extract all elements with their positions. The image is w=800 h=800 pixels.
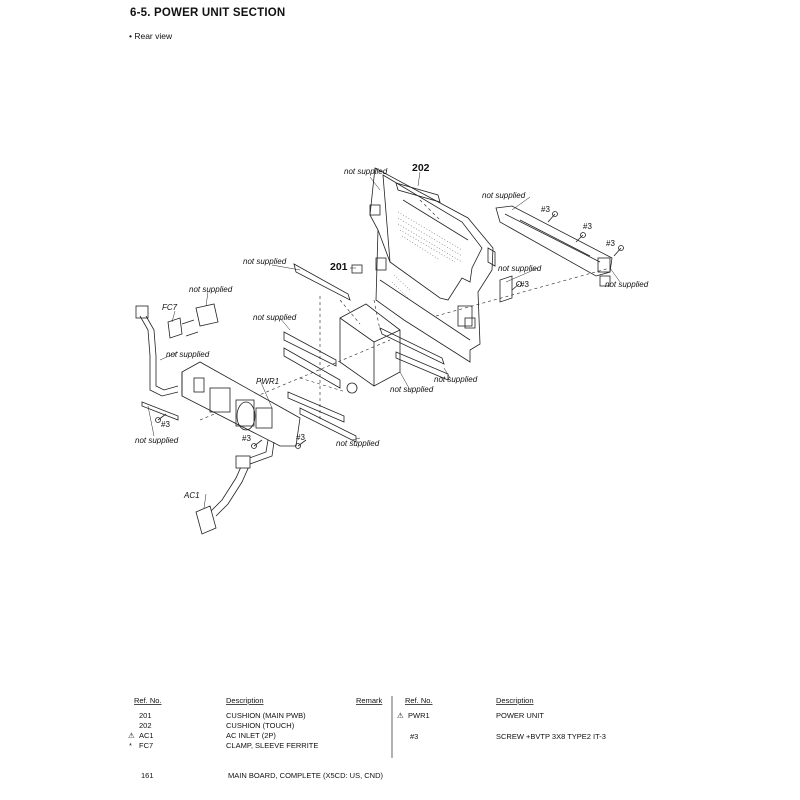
cushion-202 (395, 182, 441, 203)
label-screw-3: #3 (606, 239, 615, 248)
insulator-sheet (339, 303, 401, 394)
label-not-supplied-5: not supplied (605, 280, 649, 289)
right-row-2-desc: SCREW +BVTP 3X8 TYPE2 IT-3 (496, 732, 606, 741)
ferrite-clamp-cable (135, 303, 219, 397)
frame-texture (391, 211, 463, 299)
left-row-1-desc: CUSHION (MAIN PWB) (226, 711, 306, 720)
label-pwr1: PWR1 (256, 377, 279, 386)
label-screw-2: #3 (583, 222, 592, 231)
label-not-supplied-11: not supplied (135, 436, 179, 445)
label-not-supplied-1: not supplied (344, 167, 388, 176)
sheet-3 (287, 391, 345, 423)
view-label: • Rear view (129, 31, 173, 41)
left-row-3-ref: AC1 (139, 731, 154, 740)
power-unit-board (181, 361, 301, 447)
rail-bracket (495, 205, 613, 287)
left-row-1-ref: 201 (139, 711, 152, 720)
main-chassis-frame (369, 167, 496, 363)
right-header-ref: Ref. No. (405, 696, 433, 705)
assembly-lines (199, 199, 611, 421)
label-not-supplied-4: not supplied (498, 264, 542, 273)
label-not-supplied-10: not supplied (390, 385, 434, 394)
label-screw-1: #3 (541, 205, 550, 214)
ac-inlet-cable (195, 439, 275, 535)
sheet-2 (283, 347, 341, 389)
screws (155, 211, 624, 449)
label-screw-7: #3 (296, 433, 305, 442)
label-not-supplied-3: not supplied (243, 257, 287, 266)
label-not-supplied-7: not supplied (253, 313, 297, 322)
strip-1 (379, 327, 445, 365)
sheet-4 (299, 407, 357, 443)
label-not-supplied-8: not supplied (166, 350, 210, 359)
left-row-3-desc: AC INLET (2P) (226, 731, 276, 740)
left-row-4-mark: * (129, 741, 132, 750)
leader-lines (147, 171, 621, 509)
left-header-ref: Ref. No. (134, 696, 162, 705)
label-part-202: 202 (412, 162, 430, 174)
right-row-2-ref: #3 (410, 732, 418, 741)
left-row-2-ref: 202 (139, 721, 152, 730)
parts-table: Ref. No. Description Remark 201 CUSHION … (128, 696, 606, 758)
label-not-supplied-2: not supplied (482, 191, 526, 200)
left-row-2-desc: CUSHION (TOUCH) (226, 721, 295, 730)
label-screw-6: #3 (242, 434, 251, 443)
label-fc7: FC7 (162, 303, 178, 312)
left-row-3-mark: ⚠ (128, 731, 135, 740)
section-title: 6-5. POWER UNIT SECTION (130, 7, 286, 19)
label-not-supplied-12: not supplied (336, 439, 380, 448)
left-header-remark: Remark (356, 696, 383, 705)
sheet-1 (283, 331, 337, 367)
label-ac1: AC1 (183, 491, 200, 500)
left-row-4-desc: CLAMP, SLEEVE FERRITE (226, 741, 318, 750)
label-not-supplied-9: not supplied (434, 375, 478, 384)
label-not-supplied-6: not supplied (189, 285, 233, 294)
cushion-201 (351, 264, 363, 274)
model-text: MAIN BOARD, COMPLETE (X5CD: US, CND) (228, 771, 384, 780)
small-bracket (499, 275, 513, 303)
right-row-1-mark: ⚠ (397, 711, 404, 720)
right-row-1-ref: PWR1 (408, 711, 430, 720)
label-screw-5: #3 (161, 420, 170, 429)
page-number: 161 (141, 771, 154, 780)
left-row-4-ref: FC7 (139, 741, 153, 750)
strip-2 (395, 351, 449, 381)
strip-lower-left (141, 401, 179, 421)
label-part-201: 201 (330, 261, 348, 273)
left-header-description: Description (226, 696, 264, 705)
right-header-description: Description (496, 696, 534, 705)
footer: 161 MAIN BOARD, COMPLETE (X5CD: US, CND) (141, 771, 384, 780)
label-screw-4: #3 (520, 280, 529, 289)
right-row-1-desc: POWER UNIT (496, 711, 544, 720)
